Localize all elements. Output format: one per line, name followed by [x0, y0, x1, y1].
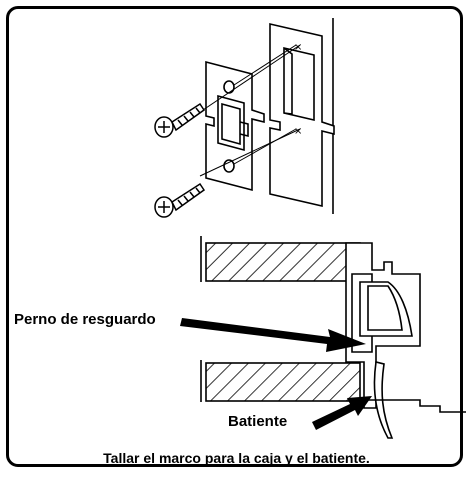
strike-label: Batiente [228, 413, 288, 430]
arrow-icon [312, 396, 372, 430]
phillips-screw-icon [154, 182, 206, 218]
cross-section-illustration [200, 236, 466, 439]
strike-curve [373, 361, 394, 439]
strike-installation-illustration: × × [199, 18, 335, 214]
diagram-caption: Tallar el marco para la caja y el batien… [103, 450, 370, 466]
svg-text:×: × [294, 126, 302, 137]
strike-plate-lip [217, 94, 245, 152]
door-section-top [205, 242, 361, 282]
phillips-screw-icon [154, 102, 206, 138]
deadlatch-label: Perno de resguardo [14, 311, 156, 328]
svg-text:×: × [294, 42, 302, 53]
door-section-bottom [205, 362, 361, 402]
screw-hole-bottom [223, 159, 235, 173]
strike-box-opening [283, 46, 315, 122]
arrow-icon [180, 318, 366, 352]
